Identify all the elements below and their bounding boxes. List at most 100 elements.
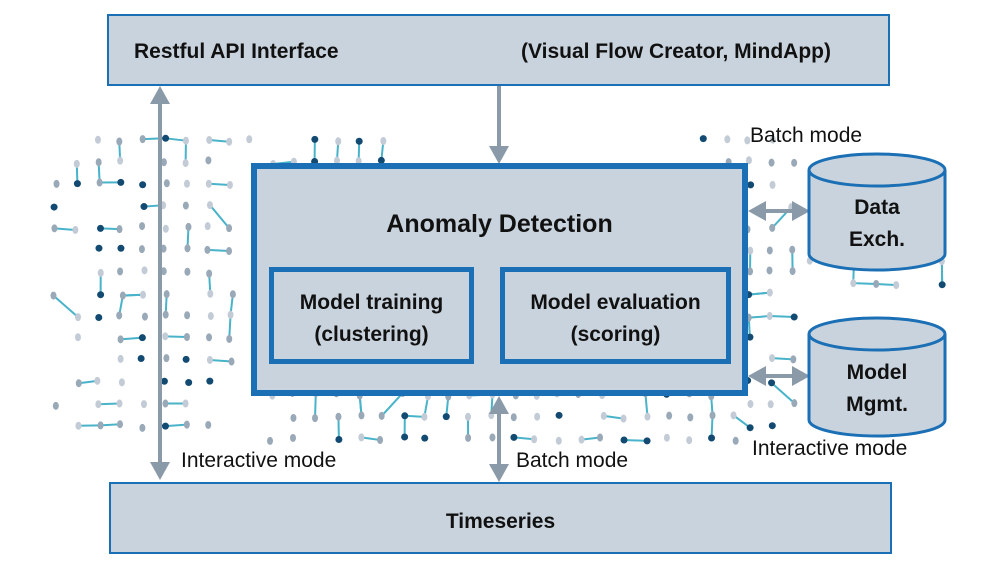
arrows [150,72,810,482]
network-dot [789,245,796,254]
api-interface-bar[interactable] [107,14,890,86]
model-training-line1: Model training [299,291,444,314]
network-dot [534,412,541,421]
network-dot [119,291,126,300]
network-link [120,336,143,341]
batch-mode-label-top-right: Batch mode [750,124,863,147]
network-dot [746,424,754,432]
network-link [314,392,317,419]
network-dot [116,399,123,408]
network-dot [730,411,737,420]
network-dot [335,137,342,146]
network-dot [205,179,212,188]
network-dot [182,159,189,168]
network-dot [183,333,190,342]
network-dot [377,435,384,444]
network-dot [401,412,409,420]
network-dot [96,178,103,187]
network-dot [465,412,472,421]
network-link [361,436,381,441]
network-dot [873,279,880,288]
network-link [98,402,120,406]
network-dot [620,436,628,444]
model-evaluation-box[interactable] [500,267,731,364]
network-dot [600,411,607,420]
network-dot [75,379,82,388]
timeseries-bar[interactable] [109,482,892,554]
network-dot [709,411,716,420]
network-dot [746,333,754,341]
network-dot [51,224,58,233]
network-link [52,294,79,318]
network-dot [358,411,365,420]
network-link [78,379,98,385]
network-dot [139,290,146,299]
network-link [122,293,144,297]
network-dot [205,420,212,429]
network-dot [182,201,189,210]
network-dot [97,268,104,277]
network-dot [531,435,538,444]
network-dot [246,135,253,144]
network-dot [465,433,472,442]
network-dot [73,159,80,168]
network-link [603,414,624,420]
network-dot [139,222,146,231]
network-dot [162,399,169,408]
network-dot [768,379,776,387]
network-dot [184,244,191,253]
network-dot [378,411,385,420]
network-link [209,138,230,143]
network-dot [206,377,214,385]
network-dot [768,422,776,430]
network-dot [745,156,752,165]
network-dot [747,267,754,276]
network-dot [510,433,518,441]
arrow-api-timeseries-left [150,86,170,480]
model-training-line2: (clustering) [314,323,429,346]
arrow-anomaly-timeseries [489,396,509,482]
network-dot [117,335,124,344]
network-link [770,382,796,404]
network-dot [421,412,428,421]
dot-network-decoration [50,134,946,445]
interactive-mode-label-right: Interactive mode [752,437,908,460]
network-dot [96,224,104,232]
network-dot [229,290,236,299]
data-exchange-line1: Data [854,196,900,219]
network-link [207,248,230,253]
arrow-anomaly-data-exchange [748,201,810,221]
network-dot [139,135,146,144]
network-link [228,314,232,340]
network-dot [206,135,213,144]
network-dot [666,411,673,420]
network-dot [311,135,319,143]
network-link [771,357,794,361]
network-dot [227,310,234,319]
network-dot [938,281,946,289]
network-dot [116,225,123,234]
arrow-anomaly-model-mgmt [748,366,810,386]
network-link [853,282,877,285]
network-dot [769,223,776,232]
network-dot [206,201,213,210]
network-dot [162,310,169,319]
network-dot [185,222,192,231]
network-dot [769,180,776,189]
network-dot [160,377,168,385]
model-training-box[interactable] [269,267,474,364]
network-dot [206,269,213,278]
network-dot [791,399,798,408]
network-dot [138,245,145,254]
api-clients-label: (Visual Flow Creator, MindApp) [521,40,831,63]
network-dot [335,436,343,444]
network-dot [790,355,797,364]
model-mgmt-line2: Mgmt. [846,393,908,416]
network-link [748,315,770,319]
network-dot [747,400,754,409]
network-dot [73,180,81,188]
network-dot [97,291,105,299]
data-exchange-cylinder-icon[interactable] [807,152,947,272]
network-dot [790,313,798,321]
model-mgmt-cylinder-icon[interactable] [807,316,947,438]
